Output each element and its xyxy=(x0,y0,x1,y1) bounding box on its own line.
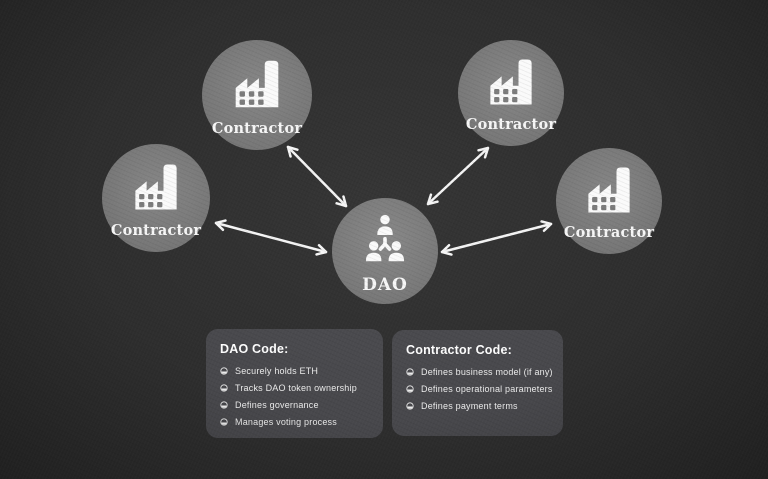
dao-code-title: DAO Code: xyxy=(220,342,289,356)
factory-icon xyxy=(490,59,532,105)
bullet-icon xyxy=(406,385,414,393)
double-arrow-dao-contractor-left xyxy=(214,219,328,256)
node-contractor-top-right: Contractor xyxy=(458,40,564,146)
node-label: Contractor xyxy=(563,224,655,241)
contractor-code-title: Contractor Code: xyxy=(406,343,512,357)
node-label: Contractor xyxy=(211,120,303,137)
bullet-icon xyxy=(406,402,414,410)
list-item: Defines business model (if any) xyxy=(406,367,553,377)
list-item: Tracks DAO token ownership xyxy=(220,383,369,393)
node-dao: DAO xyxy=(332,198,438,304)
factory-icon xyxy=(588,167,630,213)
list-item: Manages voting process xyxy=(220,417,369,427)
double-arrow-dao-contractor-right xyxy=(440,220,553,256)
bullet-icon xyxy=(220,418,228,426)
node-label: DAO xyxy=(362,275,408,295)
factory-icon xyxy=(235,60,279,108)
list-item: Defines operational parameters xyxy=(406,384,552,394)
contractor-code-box: Contractor Code: Defines business model … xyxy=(392,330,563,436)
list-item: Defines governance xyxy=(220,400,369,410)
bullet-icon xyxy=(220,401,228,409)
dao-code-box: DAO Code: Securely holds ETH Tracks DAO … xyxy=(206,329,383,438)
contractor-code-list: Defines business model (if any) Defines … xyxy=(406,367,553,411)
dao-code-list: Securely holds ETH Tracks DAO token owne… xyxy=(220,366,369,427)
node-contractor-right: Contractor xyxy=(556,148,662,254)
list-item: Defines payment terms xyxy=(406,401,549,411)
double-arrow-dao-contractor-top-right xyxy=(426,146,490,206)
node-contractor-top-left: Contractor xyxy=(202,40,312,150)
bullet-icon xyxy=(220,367,228,375)
dao-hierarchy-icon xyxy=(365,214,405,262)
double-arrow-dao-contractor-top-left xyxy=(286,145,348,208)
node-contractor-left: Contractor xyxy=(102,144,210,252)
list-item: Securely holds ETH xyxy=(220,366,369,376)
node-label: Contractor xyxy=(465,116,557,133)
factory-icon xyxy=(135,164,177,210)
bullet-icon xyxy=(406,368,414,376)
node-label: Contractor xyxy=(110,222,202,239)
bullet-icon xyxy=(220,384,228,392)
